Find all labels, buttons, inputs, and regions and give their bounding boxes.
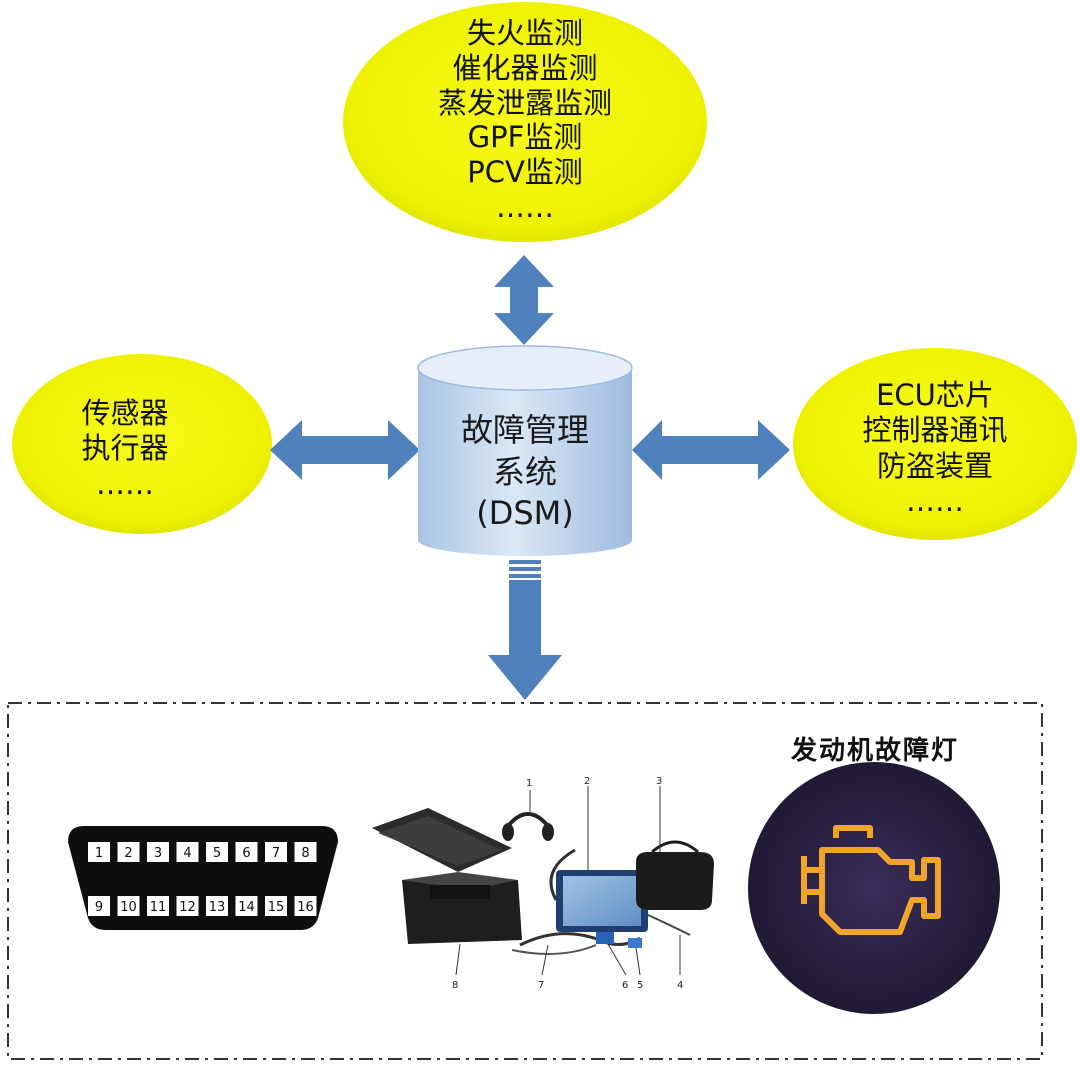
obd-top-pin-slot-5 <box>206 842 228 862</box>
obd-bottom-pin-label-13: 13 <box>209 900 226 915</box>
kit-callout-8: 8 <box>452 980 458 991</box>
obd-top-pin-label-3: 3 <box>154 846 162 861</box>
kit-callout-3: 3 <box>656 776 662 787</box>
arrow-down-stripes <box>509 560 541 578</box>
kit-callout-7: 7 <box>538 980 544 991</box>
engine-lamp-title: 发动机故障灯 <box>790 736 959 766</box>
obd-bottom-pin-label-11: 11 <box>150 900 167 915</box>
obd-top-pin-label-4: 4 <box>183 846 191 861</box>
obd-bottom-pin-slot-9 <box>88 896 110 916</box>
obd-top-pin-slot-1 <box>88 842 110 862</box>
obd-bottom-pin-slot-10 <box>117 896 140 916</box>
diagnostic-kit-illustration: 1 2 3 4 5 6 7 8 <box>372 776 714 991</box>
obd-bottom-pin-slot-11 <box>147 896 169 916</box>
top-line-2: 催化器监测 <box>452 50 598 85</box>
kit-callout-1: 1 <box>526 778 532 789</box>
left-line-3: …… <box>96 466 154 501</box>
obd-bottom-pin-slot-15 <box>265 896 287 916</box>
obd-top-pin-label-8: 8 <box>301 846 309 861</box>
left-ellipse <box>12 354 272 534</box>
right-line-1: ECU芯片 <box>876 378 994 412</box>
obd-bottom-pin-label-16: 16 <box>297 900 314 915</box>
obd-bottom-pin-label-14: 14 <box>238 900 255 915</box>
obd-top-pin-label-1: 1 <box>95 846 103 861</box>
obd-pin-row-top: 1 2 3 4 5 6 7 8 <box>88 842 317 862</box>
obd-top-pin-label-7: 7 <box>272 846 280 861</box>
arrow-left-double <box>270 420 420 480</box>
dsm-cylinder <box>417 345 633 556</box>
right-line-3: 防盗装置 <box>876 448 993 483</box>
obd-top-pin-slot-8 <box>294 842 317 862</box>
top-line-4: GPF监测 <box>467 120 583 155</box>
engine-icon <box>801 825 941 935</box>
obd-top-pin-label-6: 6 <box>242 846 250 861</box>
obd-top-pin-slot-2 <box>117 842 140 862</box>
right-line-2: 控制器通讯 <box>862 413 1008 448</box>
arrow-top-double <box>494 255 554 345</box>
obd-bottom-pin-slot-16 <box>294 896 317 916</box>
top-line-3: 蒸发泄露监测 <box>437 85 612 120</box>
dsm-line-3: (DSM) <box>476 494 574 533</box>
obd-bottom-pin-label-9: 9 <box>95 900 103 915</box>
obd-bottom-pin-slot-12 <box>176 896 199 916</box>
dsm-line-2: 系统 <box>492 452 557 491</box>
obd-bottom-pin-slot-14 <box>235 896 258 916</box>
right-ellipse <box>793 348 1077 540</box>
left-ellipse-text: 传感器 执行器 …… <box>40 396 210 502</box>
kit-callout-6: 6 <box>622 980 628 991</box>
obd-pin-row-bottom: 9 10 11 12 13 14 15 16 <box>88 896 317 916</box>
top-line-6: …… <box>496 189 554 224</box>
obd-top-pin-label-2: 2 <box>124 846 132 861</box>
obd-top-pin-slot-3 <box>147 842 169 862</box>
top-line-5: PCV监测 <box>467 155 583 190</box>
right-ellipse-text: ECU芯片 控制器通讯 防盗装置 …… <box>820 378 1050 520</box>
arrow-right-double <box>632 420 790 480</box>
arrows <box>270 255 790 700</box>
tools-box <box>7 702 1043 1060</box>
kit-callout-2: 2 <box>584 776 590 787</box>
obd-top-pin-slot-6 <box>235 842 258 862</box>
obd-bottom-pin-slot-13 <box>206 896 228 916</box>
obd-bottom-pin-label-15: 15 <box>268 900 285 915</box>
kit-callout-5: 5 <box>637 980 643 991</box>
kit-callout-4: 4 <box>677 980 683 991</box>
left-line-1: 传感器 <box>81 396 169 430</box>
dsm-label: 故障管理 系统 (DSM) <box>418 410 632 535</box>
right-line-4: …… <box>906 484 964 519</box>
dsm-line-1: 故障管理 <box>460 411 589 449</box>
obd-top-pin-label-5: 5 <box>213 846 221 861</box>
left-line-2: 执行器 <box>81 431 169 466</box>
top-ellipse <box>343 2 707 242</box>
arrow-down <box>488 580 562 700</box>
obd-top-pin-slot-4 <box>176 842 199 862</box>
top-line-1: 失火监测 <box>466 16 583 50</box>
obd-bottom-pin-label-12: 12 <box>179 900 196 915</box>
obd-top-pin-slot-7 <box>265 842 287 862</box>
top-ellipse-text: 失火监测 催化器监测 蒸发泄露监测 GPF监测 PCV监测 …… <box>380 16 670 225</box>
obd-bottom-pin-label-10: 10 <box>120 900 137 915</box>
engine-warning-lamp <box>748 762 1000 1014</box>
